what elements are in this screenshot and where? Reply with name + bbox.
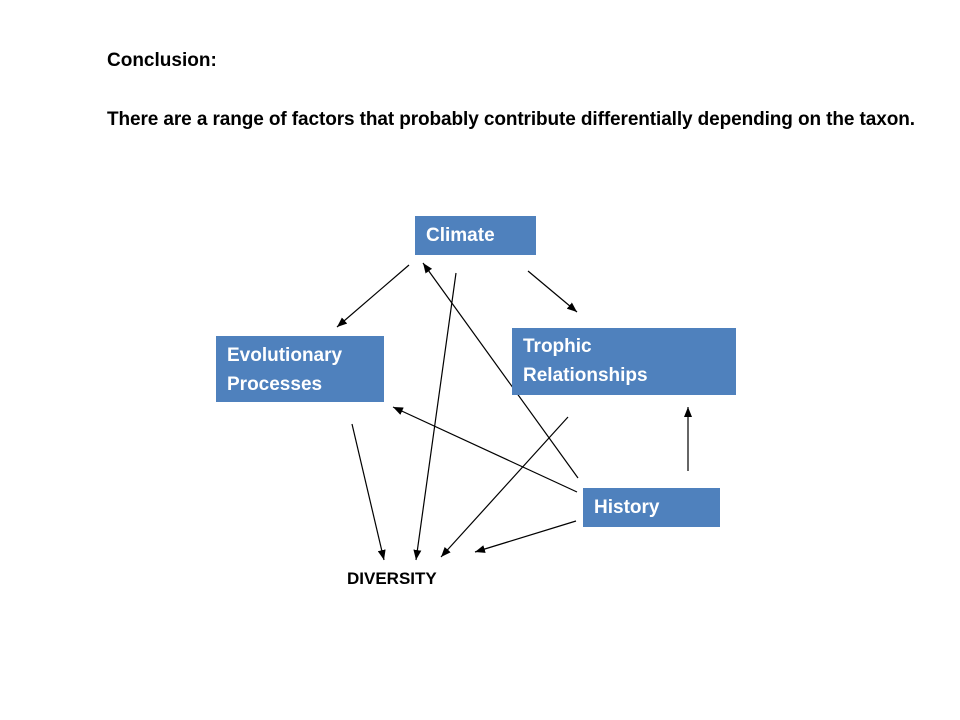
climate-box: Climate [415,216,536,255]
arrow-evolutionary-processes-to-diversity [351,423,386,561]
arrow-climate-to-diversity [413,272,457,561]
arrow-climate-to-evolutionary-processes [336,264,410,328]
trophic-relationships-box: Trophic Relationships [512,328,736,395]
conclusion-text: There are a range of factors that probab… [107,109,915,130]
arrow-history-to-diversity [474,520,577,553]
arrow-history-to-climate [422,262,579,479]
diversity-label: DIVERSITY [347,569,437,588]
history-box: History [583,488,720,527]
arrow-trophic-relationships-to-diversity [440,416,569,558]
arrow-climate-to-trophic-relationships [527,270,578,313]
conclusion-heading: Conclusion: [107,50,217,71]
evolutionary-processes-box: Evolutionary Processes [216,336,384,402]
arrow-history-to-evolutionary-processes [392,406,578,493]
